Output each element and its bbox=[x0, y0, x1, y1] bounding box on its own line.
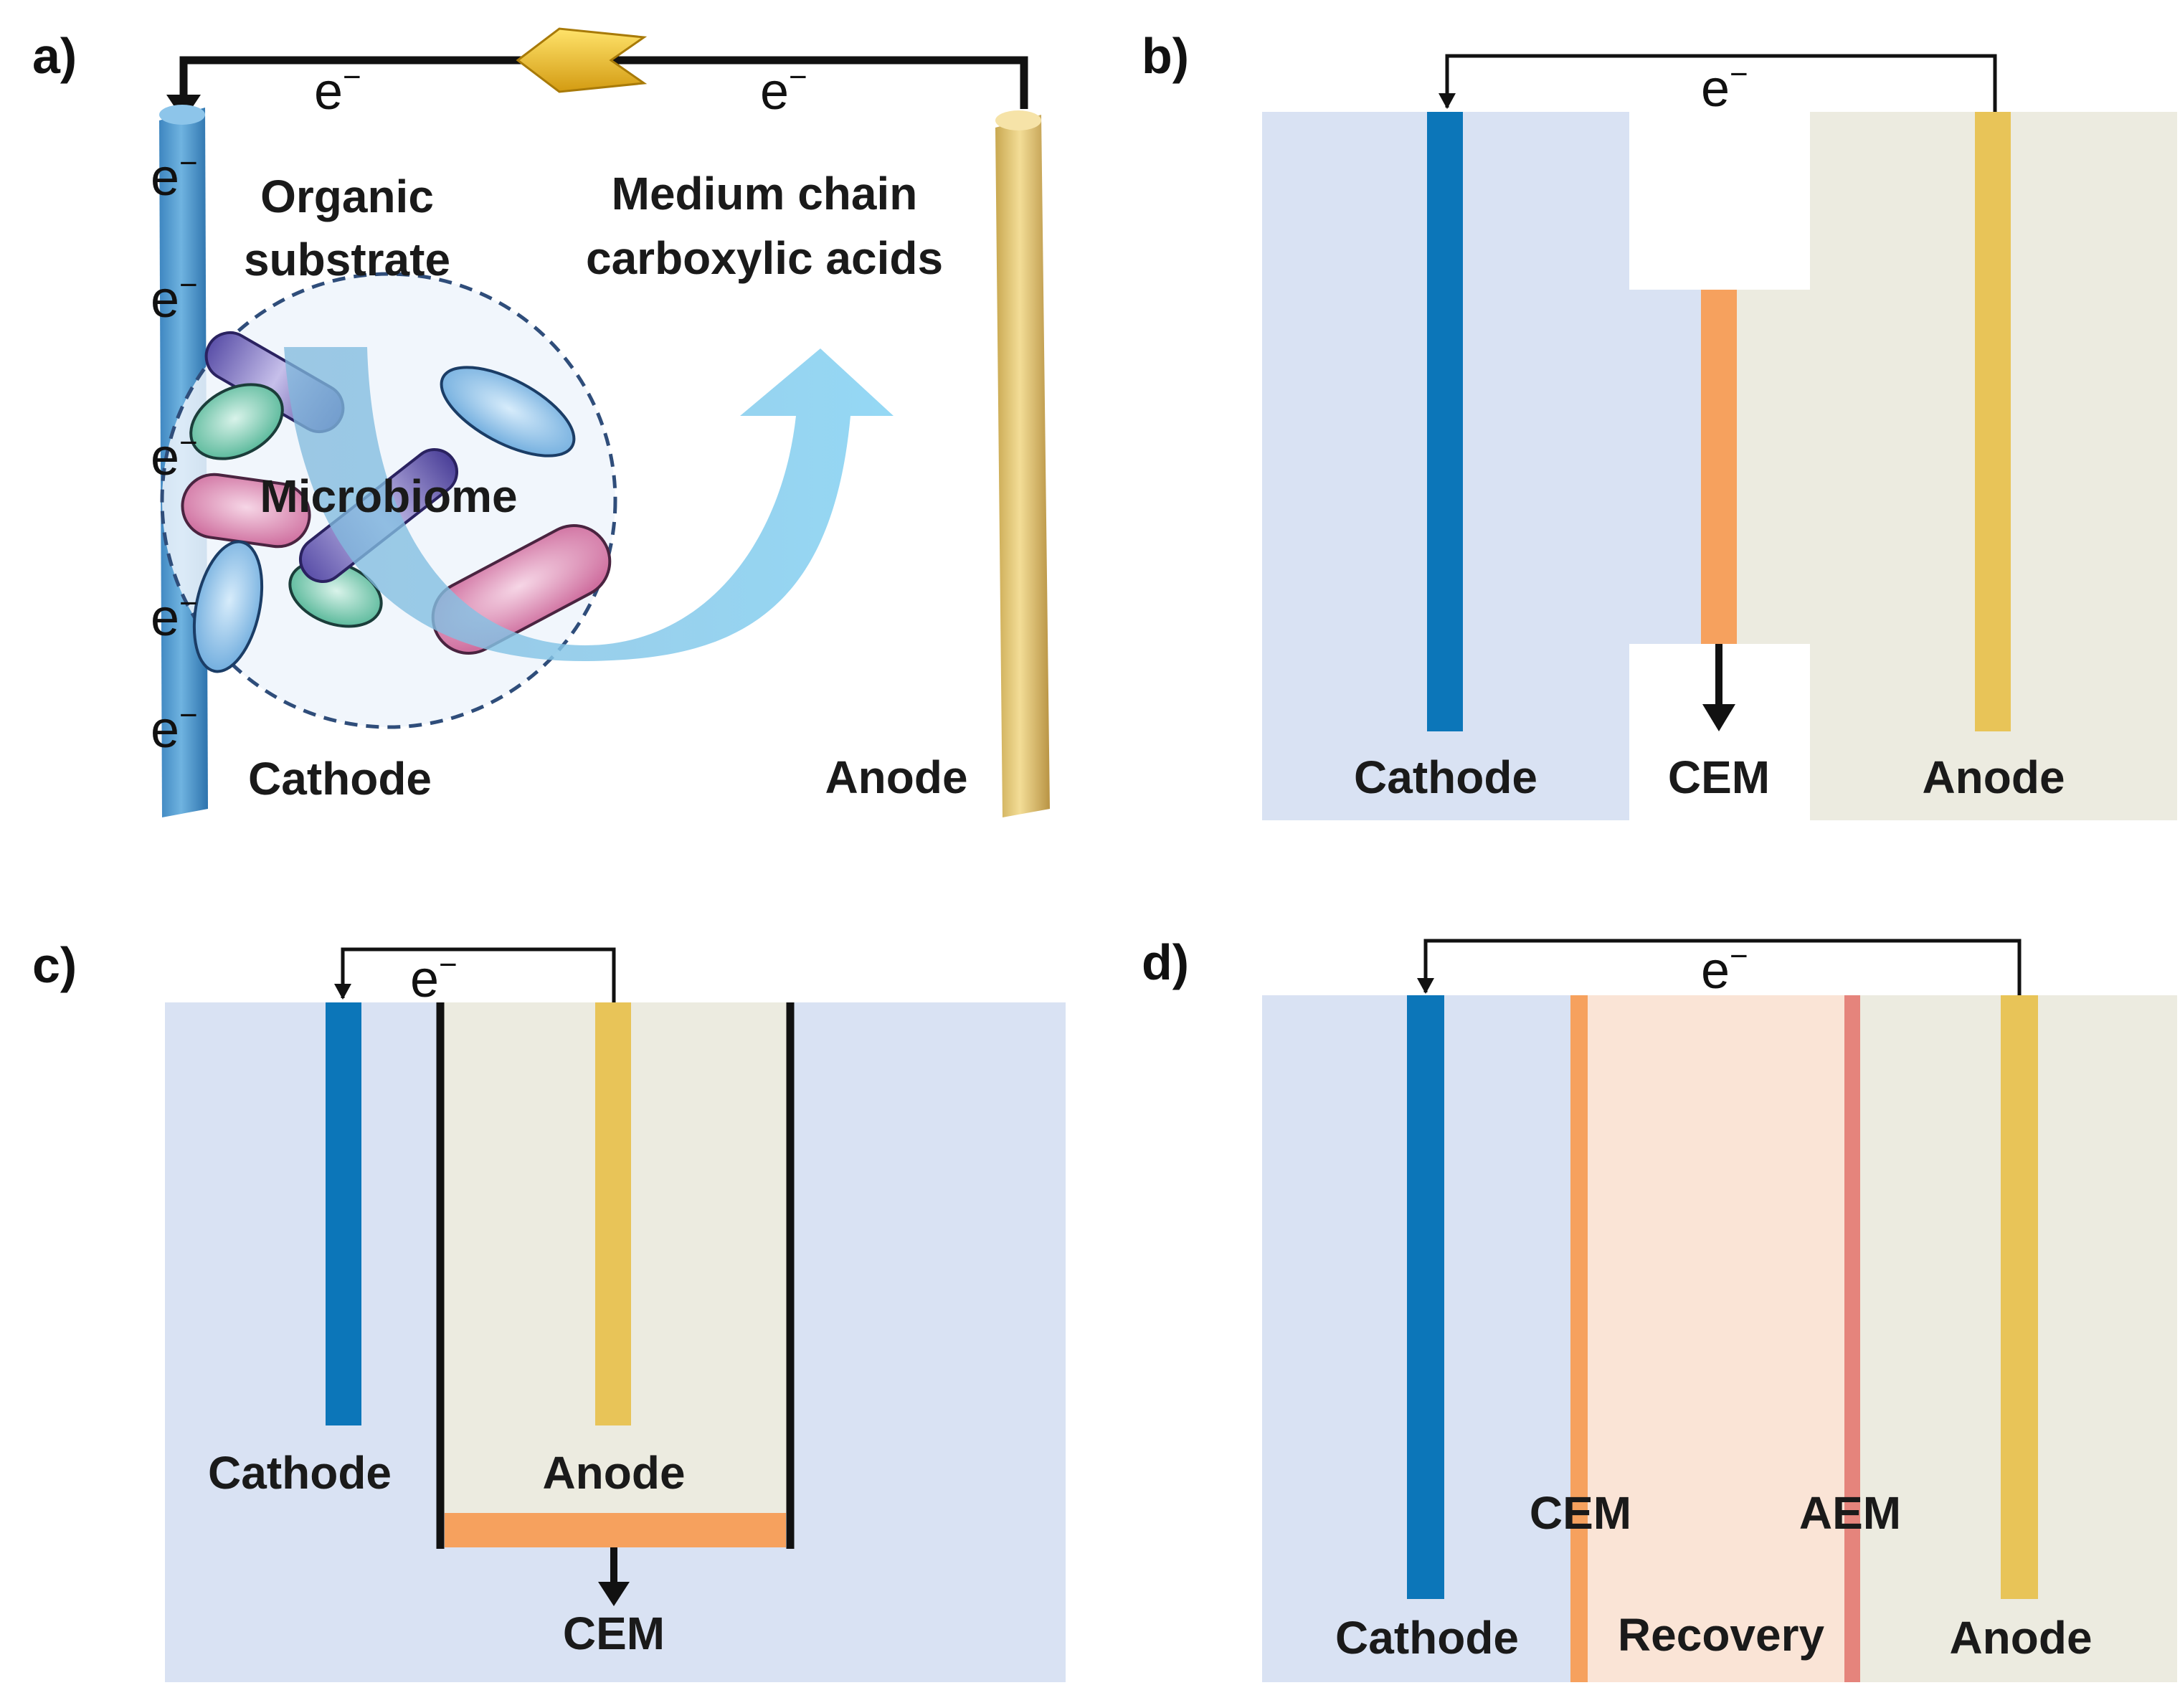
cem-label-d: CEM bbox=[1530, 1487, 1631, 1539]
substrate-to-product-arrow-icon bbox=[284, 347, 894, 662]
cathode-label-c: Cathode bbox=[208, 1447, 392, 1499]
cem-pointer-arrow-c bbox=[598, 1582, 630, 1606]
external-wire-c bbox=[341, 947, 616, 1002]
cathode-electron-5: e− bbox=[151, 698, 198, 759]
anode-rod-top bbox=[995, 110, 1041, 131]
cathode-chamber-neck-b bbox=[1629, 290, 1708, 644]
anode-rod bbox=[995, 115, 1050, 817]
wire-arrow-head-d bbox=[1417, 978, 1434, 994]
anode-label-c: Anode bbox=[542, 1447, 685, 1499]
wire-electron-label-c: e− bbox=[410, 947, 458, 1008]
wire-electron-label-left: e− bbox=[314, 60, 361, 120]
cathode-label-b: Cathode bbox=[1354, 751, 1537, 803]
external-wire-b bbox=[1445, 54, 1997, 112]
cem-label-b: CEM bbox=[1668, 751, 1770, 803]
panel-c-tag: c) bbox=[32, 937, 77, 993]
cathode-electron-1: e− bbox=[151, 146, 198, 207]
cathode-electron-4: e− bbox=[151, 586, 198, 647]
recovery-chamber-d bbox=[1573, 995, 1850, 1682]
wire-electron-label-right: e− bbox=[760, 60, 807, 120]
cathode-label-d: Cathode bbox=[1335, 1612, 1519, 1664]
panel-c: c) e− Cathode Anode CEM bbox=[32, 937, 1066, 1682]
cathode-electrode-c bbox=[326, 1002, 361, 1425]
aem-label-d: AEM bbox=[1799, 1487, 1901, 1539]
anode-label-b: Anode bbox=[1922, 751, 2065, 803]
cathode-electrode-b bbox=[1427, 112, 1463, 731]
organic-substrate-line1: Organic bbox=[260, 171, 434, 222]
external-wire-d bbox=[1423, 939, 2022, 995]
mcca-line2: carboxylic acids bbox=[586, 232, 943, 284]
anode-electrode-c bbox=[595, 1002, 631, 1425]
mcca-line1: Medium chain bbox=[612, 168, 918, 219]
recovery-label-d: Recovery bbox=[1618, 1609, 1825, 1661]
cathode-rod-top bbox=[159, 105, 205, 125]
cathode-electrode-d bbox=[1407, 995, 1444, 1599]
cathode-electron-2: e− bbox=[151, 267, 198, 328]
aem-membrane-d bbox=[1844, 995, 1860, 1682]
anode-electrode-b bbox=[1975, 112, 2011, 731]
microbe-blue-vertical bbox=[192, 540, 264, 673]
organic-substrate-line2: substrate bbox=[244, 234, 450, 285]
anode-chamber-neck-b bbox=[1733, 290, 1810, 644]
panel-b: b) e− Cathode CEM Anode bbox=[1142, 28, 2177, 820]
anode-electrode-d bbox=[2001, 995, 2038, 1599]
anode-label-d: Anode bbox=[1949, 1612, 2092, 1664]
panel-a-tag: a) bbox=[32, 28, 77, 84]
electron-flow-arrow-icon bbox=[516, 27, 648, 93]
microbe-blue-rod bbox=[440, 366, 576, 457]
microbe-green-left bbox=[189, 383, 284, 460]
cem-membrane-b bbox=[1701, 290, 1737, 644]
anode-label-a: Anode bbox=[825, 751, 967, 803]
wire-arrow-head-c bbox=[334, 984, 351, 1000]
panel-d: d) e− CEM AEM Cathode Recovery Anode bbox=[1142, 934, 2177, 1682]
panel-b-tag: b) bbox=[1142, 28, 1189, 84]
wire-electron-label-d: e− bbox=[1701, 939, 1748, 1000]
wire-arrow-head-b bbox=[1439, 93, 1456, 109]
panel-a: a) e− e− e− e− e− bbox=[32, 27, 1050, 817]
microbiome-label: Microbiome bbox=[260, 470, 517, 522]
cem-membrane-c bbox=[445, 1513, 786, 1547]
cem-pointer-arrow-b bbox=[1702, 704, 1735, 731]
wire-electron-label-b: e− bbox=[1701, 57, 1748, 118]
cathode-electron-3: e− bbox=[151, 425, 198, 486]
cem-label-c: CEM bbox=[563, 1608, 665, 1659]
cem-membrane-d bbox=[1570, 995, 1588, 1682]
panel-d-tag: d) bbox=[1142, 934, 1189, 990]
cathode-label-a: Cathode bbox=[248, 753, 432, 805]
